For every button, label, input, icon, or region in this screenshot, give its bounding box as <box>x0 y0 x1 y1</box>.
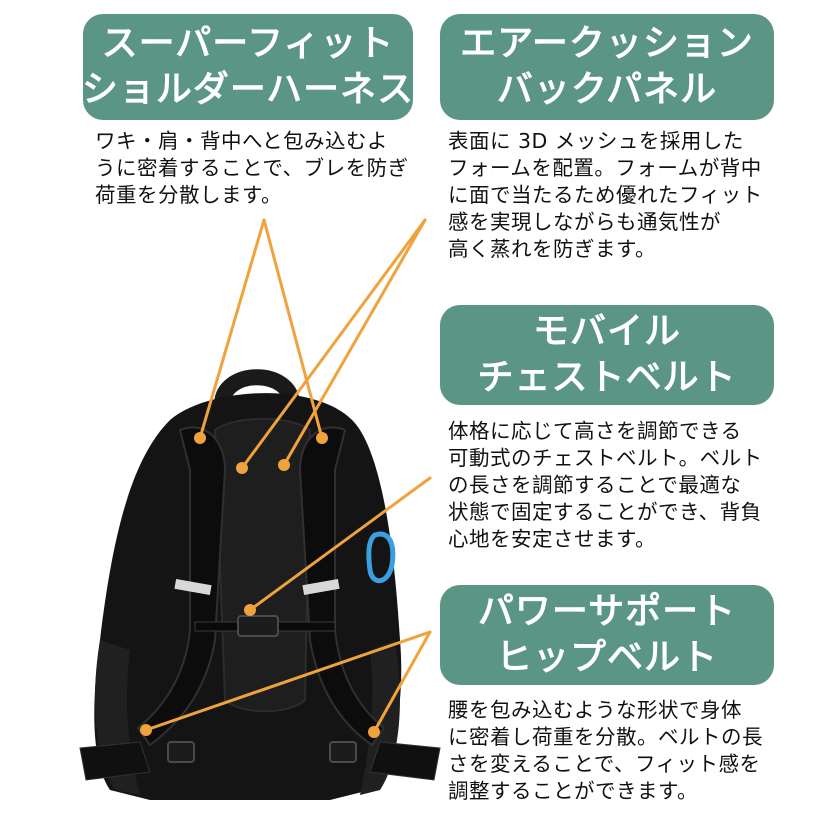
desc-line: 腰を包み込むような形状で身体 <box>448 698 742 722</box>
title-line: チェストベルト <box>477 357 737 398</box>
desc-line: 心地を安定させます。 <box>448 527 656 551</box>
desc-line: うに密着することで、ブレを防ぎ <box>95 156 409 180</box>
desc-chest-belt: 体格に応じて高さを調節できる 可動式のチェストベルト。ベルト の長さを調節するこ… <box>448 418 763 553</box>
title-line: ショルダーハーネス <box>81 69 415 110</box>
desc-line: 荷重を分散します。 <box>95 183 282 207</box>
desc-line: フォームを配置。フォームが背中 <box>448 156 762 180</box>
hip-belt-right <box>369 741 441 781</box>
callout-dots <box>140 432 380 738</box>
hip-belt-left <box>79 741 151 781</box>
chest-buckle <box>237 615 279 637</box>
badge-shoulder-harness: スーパーフィット ショルダーハーネス <box>81 14 415 120</box>
desc-line: 高く蒸れを防ぎます。 <box>448 237 656 261</box>
desc-line: さを変えることで、フィット感を <box>448 752 761 776</box>
shoulder-strap-right <box>298 426 386 747</box>
desc-line: ワキ・肩・背中へと包み込むよ <box>95 129 388 153</box>
carabiner-icon <box>366 531 396 584</box>
desc-line: の長さを調節することで最適な <box>448 473 742 497</box>
desc-line: に面で当たるため優れたフィット <box>448 183 763 207</box>
mesh-back-panel <box>213 417 312 713</box>
desc-line: 状態で固定することができ、背負 <box>448 500 762 524</box>
badge-chest-belt: モバイル チェストベルト <box>440 305 774 405</box>
desc-line: 体格に応じて高さを調節できる <box>448 419 742 443</box>
title-line: パワーサポート <box>477 591 737 632</box>
badge-back-panel: エアークッション バックパネル <box>440 14 774 120</box>
hip-buckle-right <box>329 741 357 763</box>
desc-back-panel: 表面に 3D メッシュを採用した フォームを配置。フォームが背中 に面で当たるた… <box>448 128 763 263</box>
callout-lines <box>144 218 432 734</box>
desc-shoulder-harness: ワキ・肩・背中へと包み込むよ うに密着することで、ブレを防ぎ 荷重を分散します。 <box>95 128 409 209</box>
badge-hip-belt: パワーサポート ヒップベルト <box>440 585 774 685</box>
reflector-left <box>174 578 212 596</box>
title-line: エアークッション <box>460 23 754 64</box>
title-line: スーパーフィット <box>101 23 395 64</box>
title-line: モバイル <box>532 311 681 352</box>
desc-line: 表面に 3D メッシュを採用した <box>448 129 744 153</box>
desc-line: 調整することができます。 <box>448 779 698 803</box>
carry-handle <box>214 369 300 413</box>
desc-hip-belt: 腰を包み込むような形状で身体 に密着し荷重を分散。ベルトの長 さを変えることで、… <box>448 697 763 805</box>
title-line: バックパネル <box>496 69 718 110</box>
reflector-right <box>302 578 340 596</box>
hip-buckle-left <box>167 741 195 763</box>
title-line: ヒップベルト <box>495 637 718 678</box>
desc-line: 可動式のチェストベルト。ベルト <box>448 446 763 470</box>
desc-line: 感を実現しながらも通気性が <box>448 210 721 234</box>
desc-line: に密着し荷重を分散。ベルトの長 <box>448 725 763 749</box>
